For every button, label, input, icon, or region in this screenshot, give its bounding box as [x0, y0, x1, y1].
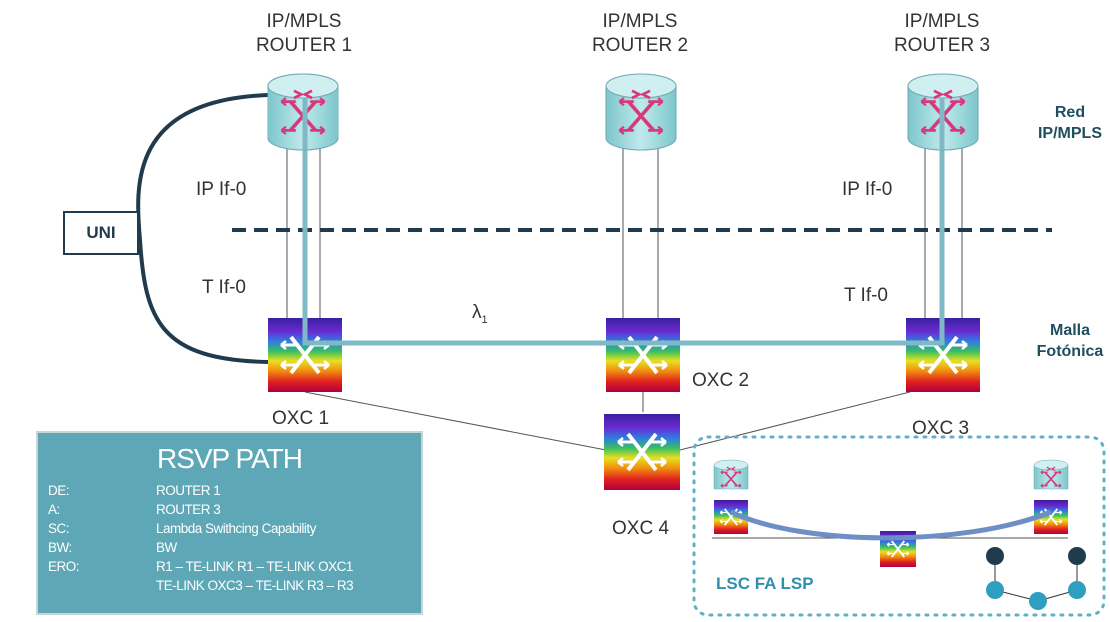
oxc-2	[606, 318, 680, 392]
photonic-mesh-label-line2: Fotónica	[1036, 342, 1104, 360]
router-3-title: IP/MPLS ROUTER 3	[890, 10, 994, 58]
fa-lsp-region	[692, 435, 1106, 617]
uni-label: UNI	[86, 223, 116, 242]
rsvp-title: RSVP PATH	[156, 443, 303, 474]
fa-lsp-illustration	[712, 459, 1086, 610]
ip-network-label-line2: IP/MPLS	[1037, 124, 1102, 142]
rsvp-path-box: RSVP PATH DE: ROUTER 1 A: ROUTER 3 SC: L…	[36, 431, 423, 615]
uni-link	[136, 93, 269, 364]
oxc-3-label: OXC 3	[912, 418, 970, 439]
router-3-title-line2: ROUTER 3	[893, 34, 991, 56]
rsvp-key-sc: SC:	[48, 521, 70, 536]
router-1-title: IP/MPLS ROUTER 1	[252, 10, 356, 58]
rsvp-key-a: A:	[48, 502, 60, 517]
uni-box: UNI	[63, 211, 139, 255]
oxc-4	[604, 414, 680, 490]
router-2-title: IP/MPLS ROUTER 2	[588, 10, 692, 58]
rsvp-key-de: DE:	[48, 483, 70, 498]
rsvp-value-ero-1: R1 – TE-LINK R1 – TE-LINK OXC1	[156, 559, 353, 574]
router-2-title-line1: IP/MPLS	[602, 11, 678, 32]
router-1-title-line1: IP/MPLS	[266, 11, 342, 32]
ip-if-left-label: IP If-0	[196, 179, 247, 200]
rsvp-value-ero-2: TE-LINK OXC3 – TE-LINK R3 – R3	[156, 578, 354, 593]
t-if-left-label: T If-0	[202, 277, 246, 298]
router-2-title-line2: ROUTER 2	[591, 34, 689, 56]
ip-if-right-label: IP If-0	[842, 179, 893, 200]
lambda-label: λ1	[472, 303, 488, 326]
rsvp-value-bw: BW	[156, 540, 177, 555]
fa-lsp-label: LSC FA LSP	[716, 574, 814, 593]
router-2	[605, 73, 677, 151]
rsvp-value-sc: Lambda Swithcing Capability	[156, 521, 316, 536]
oxc-1-label: OXC 1	[272, 408, 330, 429]
router-oxc-links	[286, 148, 963, 451]
t-if-right-label: T If-0	[844, 285, 888, 306]
lambda-subscript: 1	[481, 313, 488, 326]
ip-network-label: Red IP/MPLS	[1030, 103, 1110, 145]
lambda-symbol: λ	[472, 302, 482, 323]
router-1-title-line2: ROUTER 1	[255, 34, 353, 56]
rsvp-value-a: ROUTER 3	[156, 502, 221, 517]
router-3-title-line1: IP/MPLS	[904, 11, 980, 32]
oxc-4-label: OXC 4	[612, 518, 670, 539]
photonic-mesh-label-line1: Malla	[1049, 322, 1090, 339]
photonic-mesh-label: Malla Fotónica	[1030, 321, 1110, 363]
oxc-2-label: OXC 2	[692, 370, 750, 391]
rsvp-key-ero: ERO:	[48, 559, 80, 574]
rsvp-key-bw: BW:	[48, 540, 72, 555]
ip-network-label-line1: Red	[1054, 104, 1086, 121]
rsvp-value-de: ROUTER 1	[156, 483, 221, 498]
